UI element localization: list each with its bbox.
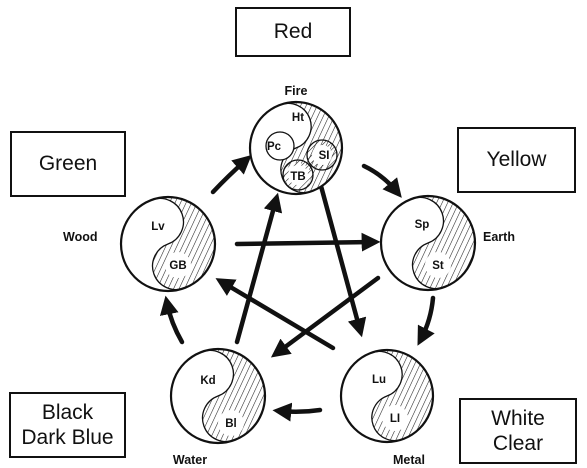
organ-label: LI [390,413,400,425]
disc-outline [248,100,344,196]
arrow-earth-to-metal [417,295,436,346]
organ-label: Kd [200,375,215,387]
disc-outline [379,194,477,292]
element-label-water: Water [173,453,207,467]
arrow-wood-to-fire [210,154,252,195]
organ-label: Pc [267,141,282,153]
color-box-metal: White Clear [459,398,577,464]
generating-cycle-arrows [159,154,436,422]
arrow-earth-to-water [270,275,381,358]
color-label: White [491,406,545,430]
organ-label: Lu [372,374,386,386]
disc-outline [169,347,267,445]
arrow-water-to-fire [234,192,283,345]
element-label-fire: Fire [285,84,308,98]
color-label: Green [38,152,98,176]
color-label: Black [41,400,94,424]
element-label-earth: Earth [483,230,515,244]
organ-label: GB [169,260,186,272]
element-label-wood: Wood [63,230,97,244]
color-box-wood: Green [10,131,126,197]
organ-label: Lv [151,221,165,233]
color-box-fire: Red [235,7,351,57]
arrow-fire-to-metal [318,183,367,338]
color-box-earth: Yellow [457,127,576,193]
color-box-water: Black Dark Blue [9,392,126,458]
arrow-metal-to-water [272,402,323,422]
arrow-wood-to-earth [234,232,381,252]
organ-label: Bl [225,418,237,430]
disc-outline [119,195,217,293]
color-label: Dark Blue [21,426,114,449]
element-label-metal: Metal [393,453,425,467]
organ-label: Ht [292,112,304,124]
disc-outline [339,348,435,444]
color-label: Red [273,20,313,44]
color-label: Clear [492,432,544,455]
organ-label: St [432,260,444,272]
arrow-water-to-wood [159,295,185,345]
organ-circle [265,131,295,161]
organ-label: Sp [415,219,430,231]
controlling-cycle-arrows [215,183,381,358]
organ-label: SI [319,150,330,162]
color-label: Yellow [486,148,547,172]
arrow-metal-to-wood [215,278,336,351]
organ-label: TB [290,171,305,183]
arrow-fire-to-earth [361,163,402,198]
